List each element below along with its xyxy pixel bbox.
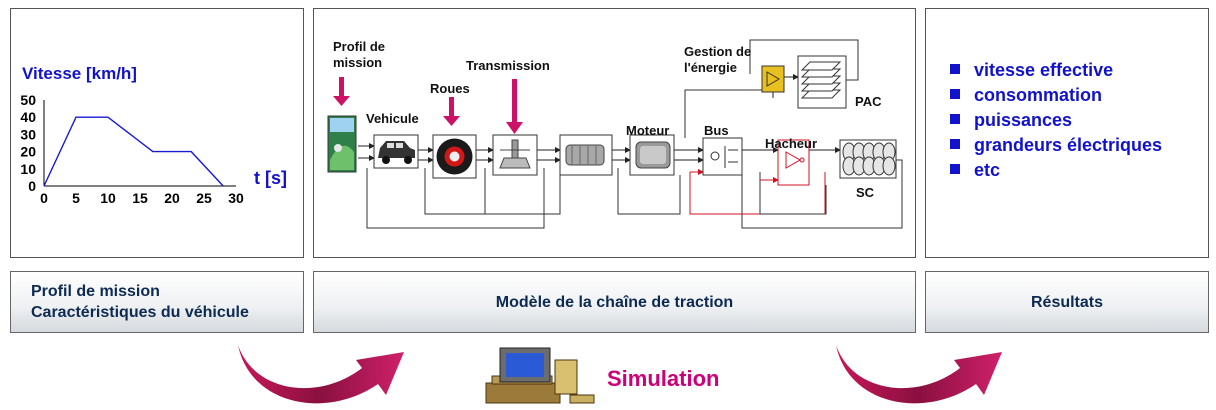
label-vehicle: Vehicule <box>366 111 419 126</box>
speed-series-line <box>43 116 224 187</box>
vehicle-block <box>373 134 419 169</box>
signal-lines <box>366 39 903 229</box>
result-item-label: vitesse effective <box>974 60 1114 80</box>
forward-arrows <box>358 74 841 163</box>
result-item-label: puissances <box>974 110 1073 130</box>
y-tick-label: 50 <box>20 92 36 108</box>
x-tick-label: 10 <box>100 190 116 206</box>
computer-icon <box>485 347 595 404</box>
mission-profile-caption: Profil de mission Caractéristiques du vé… <box>10 271 304 333</box>
caption-mission-profile: Profil de mission <box>31 283 160 300</box>
bullet-square-icon <box>950 139 960 149</box>
bullet-square-icon <box>950 114 960 124</box>
result-item: consommation <box>950 83 1102 108</box>
bullet-square-icon <box>950 64 960 74</box>
caption-results: Résultats <box>1030 293 1104 311</box>
y-tick-label: 40 <box>20 109 36 125</box>
label-transmission: Transmission <box>466 58 550 73</box>
bullet-square-icon <box>950 89 960 99</box>
label-wheels: Roues <box>430 81 470 96</box>
fuel-cell-block <box>797 55 847 109</box>
label-motor: Moteur <box>626 123 670 138</box>
label-supercapacitor: SC <box>856 185 875 200</box>
result-item-label: consommation <box>974 85 1103 105</box>
time-axis-title: t [s] <box>254 168 287 188</box>
result-item: grandeurs électriques <box>950 133 1162 158</box>
results-caption: Résultats <box>925 271 1209 333</box>
caption-traction-model: Modèle de la chaîne de traction <box>495 293 734 311</box>
x-tick-label: 20 <box>164 190 180 206</box>
y-tick-label: 0 <box>28 178 36 194</box>
supercapacitor-block <box>839 139 897 179</box>
power-lines <box>689 172 826 215</box>
wheels-block <box>432 134 477 179</box>
label-bus: Bus <box>704 123 729 138</box>
result-item-label: grandeurs électriques <box>974 135 1163 155</box>
result-item: vitesse effective <box>950 58 1113 83</box>
label-energy-management-line1: Gestion de <box>684 44 752 59</box>
x-tick-label: 25 <box>196 190 212 206</box>
result-item-label: etc <box>974 160 1001 180</box>
label-mission-profile: Profil de mission <box>333 39 385 71</box>
y-tick-label: 20 <box>20 144 36 160</box>
simulation-label: Simulation <box>607 366 720 391</box>
results-panel <box>925 8 1209 258</box>
speed-axis-title: Vitesse [km/h] <box>22 64 137 83</box>
result-item: puissances <box>950 108 1072 133</box>
x-tick-label: 15 <box>132 190 148 206</box>
curved-arrow-right <box>836 345 1002 404</box>
energy-management-block <box>761 65 785 93</box>
curved-arrow-left <box>238 345 404 404</box>
x-tick-label: 0 <box>40 190 48 206</box>
label-fuel-cell: PAC <box>855 94 882 109</box>
y-tick-label: 30 <box>20 126 36 142</box>
label-mission-profile-line2: mission <box>333 55 383 70</box>
result-item: etc <box>950 158 1000 183</box>
shaft-block <box>559 134 613 176</box>
mission-profile-block <box>327 115 357 173</box>
x-tick-label: 5 <box>72 190 80 206</box>
chopper-block <box>777 139 810 186</box>
label-energy-management: Gestion de l'énergie <box>684 44 751 76</box>
bus-block <box>702 137 743 176</box>
label-chopper: Hacheur <box>765 136 818 151</box>
transmission-block <box>492 134 538 176</box>
y-tick-label: 10 <box>20 161 36 177</box>
label-energy-management-line2: l'énergie <box>684 60 737 75</box>
bullet-square-icon <box>950 164 960 174</box>
speed-profile-panel <box>10 8 304 258</box>
label-mission-profile-line1: Profil de <box>333 39 386 54</box>
traction-model-caption: Modèle de la chaîne de traction <box>313 271 916 333</box>
caption-vehicle-characteristics: Caractéristiques du véhicule <box>31 304 249 321</box>
motor-block <box>629 134 675 176</box>
x-tick-label: 30 <box>228 190 244 206</box>
traction-model-panel <box>313 8 916 258</box>
input-arrows <box>333 77 523 134</box>
